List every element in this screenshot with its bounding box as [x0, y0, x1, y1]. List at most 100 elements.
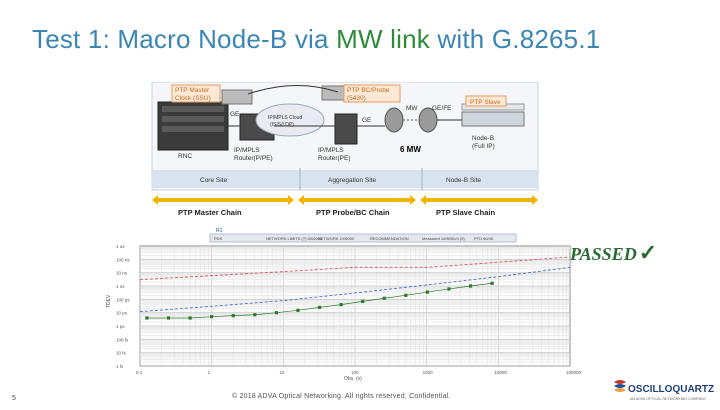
data-point — [490, 281, 494, 285]
y-axis-label: TDEV — [106, 294, 112, 308]
rnc-label: RNC — [178, 153, 192, 160]
data-point — [361, 299, 365, 303]
ge-mid-label: GE — [362, 117, 372, 124]
sync-arrow — [247, 85, 339, 95]
x-tick-label: 1000 — [423, 370, 434, 375]
ge-left-label: GE — [230, 111, 240, 118]
page-number: 5 — [12, 395, 16, 402]
chain-master: PTP Master Chain — [178, 208, 242, 217]
logo-swoosh-red — [614, 380, 626, 384]
data-point — [145, 316, 149, 320]
master-clock-tag — [171, 84, 221, 103]
x-tick-label: 10000 — [494, 370, 507, 375]
title-prefix: Test 1: Macro Node-B via — [32, 24, 337, 54]
data-point — [339, 303, 343, 307]
site-nodeb: Node-B Site — [446, 177, 481, 184]
slave-chain-arrow — [420, 195, 538, 205]
mw-highlight: 6 MW — [400, 145, 421, 154]
ipmpls-cloud — [255, 103, 325, 137]
series-line — [139, 256, 571, 281]
data-point — [274, 311, 278, 315]
title-highlight: MW link — [336, 24, 430, 54]
logo-swoosh-blue — [614, 384, 626, 388]
toolbar-field: PTD 60/40 — [474, 236, 494, 241]
site-core: Core Site — [200, 177, 227, 184]
y-tick-label: 100 ps — [116, 297, 130, 302]
data-point — [382, 296, 386, 300]
ptp-slave-label: PTP Slave — [470, 99, 501, 106]
router2-line2: Router(PE) — [318, 155, 351, 162]
chain-slave: PTP Slave Chain — [436, 208, 495, 217]
series-line — [139, 266, 571, 313]
nodeb-line2: (Full IP) — [472, 143, 495, 150]
data-point — [166, 316, 171, 320]
y-tick-label: 1 ps — [116, 324, 125, 329]
x-tick-label: 0.1 — [136, 370, 143, 375]
ge-fe-label: GE/FE — [432, 105, 452, 112]
site-aggregation: Aggregation Site — [328, 177, 376, 184]
master-clock-line1: PTP Master — [175, 87, 210, 94]
copyright-text: © 2018 ADVA Optical Networking. All righ… — [232, 393, 451, 400]
bc-probe-tag — [343, 84, 401, 103]
ptp-slave-tag — [465, 95, 507, 107]
data-point — [404, 293, 408, 297]
toolbar-field: Measured 10/5000/4 (0) — [422, 236, 465, 241]
toolbar-field: RECOMMENDATION — [370, 236, 409, 241]
chart-toolbar — [209, 233, 517, 243]
passed-label: PASSED — [570, 244, 637, 264]
toolbar-field: NETWORK LIMITS (?) 50/4000 — [266, 236, 323, 241]
data-point — [188, 316, 192, 320]
data-point — [296, 308, 300, 312]
bc-probe-line2: (5430) — [347, 95, 366, 102]
data-point — [447, 287, 451, 291]
checkmark-icon: ✓ — [638, 240, 658, 265]
router2-line1: IP/MPLS — [318, 147, 344, 154]
x-axis-label: Obs. (s) — [344, 376, 362, 382]
y-tick-label: 1 us — [116, 244, 125, 249]
data-point — [425, 290, 430, 294]
y-tick-label: 1 fs — [116, 364, 124, 369]
data-point — [231, 314, 235, 318]
cloud-line1: IP/MPLS Cloud — [268, 115, 302, 121]
x-tick-label: 100000 — [566, 370, 582, 375]
data-point — [210, 315, 214, 319]
chain-arrows — [152, 195, 538, 205]
rnc-rack-slot — [162, 116, 224, 122]
y-tick-label: 10 ps — [116, 311, 128, 316]
data-point — [317, 305, 322, 309]
mw-label: MW — [406, 105, 418, 112]
router1-line1: IP/MPLS — [234, 147, 260, 154]
slide-title: Test 1: Macro Node-B via MW link with G.… — [32, 24, 600, 55]
logo-name: OSCILLOQUARTZ — [628, 384, 714, 395]
y-tick-label: 10 fs — [116, 351, 127, 356]
router-pe-2 — [334, 113, 358, 145]
x-tick-label: 1 — [208, 370, 211, 375]
network-diagram: PTP Master Clock (SSU) PTP BC/Probe (543… — [150, 82, 540, 222]
site-band — [152, 170, 538, 188]
x-tick-label: 10 — [279, 370, 285, 375]
x-tick-label: 100 — [351, 370, 359, 375]
master-clock-line2: Clock (SSU) — [175, 95, 211, 102]
ssu-clock-box — [221, 89, 253, 105]
passed-badge: PASSED✓ — [570, 240, 657, 266]
logo-swoosh-orange — [614, 388, 626, 392]
toolbar-field: PDS — [214, 236, 223, 241]
y-tick-label: 100 fs — [116, 337, 129, 342]
logo-tagline: AN ADVA OPTICAL NETWORKING COMPANY — [630, 397, 707, 401]
node-b-box — [461, 111, 525, 127]
data-point — [468, 284, 473, 288]
chain-probe: PTP Probe/BC Chain — [316, 208, 390, 217]
router1-line2: Router(P/PE) — [234, 155, 273, 162]
probe-chain-arrow — [298, 195, 416, 205]
nodeb-line1: Node-B — [472, 135, 494, 142]
data-point — [253, 313, 257, 317]
y-tick-label: 100 ns — [116, 257, 130, 262]
mw-dish-left — [384, 107, 404, 133]
oscilloquartz-logo: OSCILLOQUARTZ AN ADVA OPTICAL NETWORKING… — [610, 376, 718, 405]
title-suffix: with G.8265.1 — [429, 24, 601, 54]
toolbar-field: NETWORK 10/5000 — [318, 236, 355, 241]
y-tick-label: 1 ns — [116, 284, 125, 289]
cloud-line2: (ISIS/LDP) — [270, 122, 294, 128]
chart-header-tag: R1 — [216, 228, 223, 234]
